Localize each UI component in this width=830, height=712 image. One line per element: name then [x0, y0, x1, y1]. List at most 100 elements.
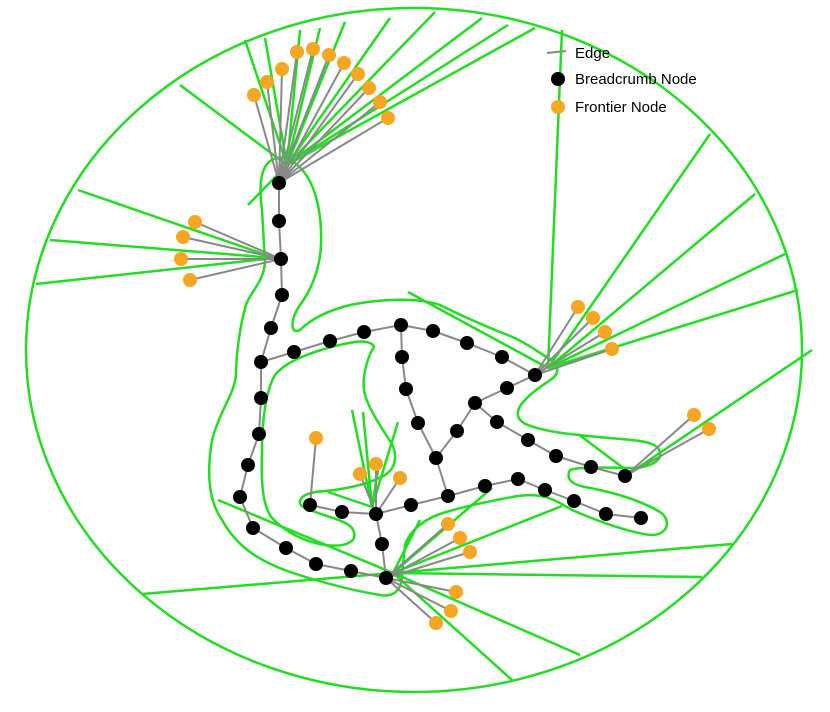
breadcrumb-node-d2	[468, 396, 482, 410]
breadcrumb-node-e7	[511, 472, 525, 486]
frontier-edge-17	[534, 317, 594, 376]
breadcrumb-node-b1	[287, 345, 301, 359]
breadcrumb-node-e3	[369, 507, 383, 521]
visibility-line-15	[35, 256, 276, 286]
breadcrumb-node-a14	[344, 564, 358, 578]
frontier-edge-5	[278, 48, 314, 184]
visibility-line-11	[286, 26, 536, 167]
frontier-edge-10	[278, 101, 381, 184]
legend-edge-icon	[546, 50, 567, 54]
breadcrumb-node-g3	[549, 449, 563, 463]
breadcrumb-node-g4	[584, 460, 598, 474]
green-boundary-layer	[24, 6, 813, 694]
frontier-node-18	[598, 325, 612, 339]
breadcrumb-node-a9	[241, 458, 255, 472]
legend-frontier-icon	[551, 100, 565, 114]
corridor-boundary-1	[208, 156, 669, 597]
outer-boundary-ellipse	[24, 6, 804, 694]
visibility-line-29	[392, 542, 733, 575]
breadcrumb-node-a10	[233, 490, 247, 504]
breadcrumb-node-e8	[538, 483, 552, 497]
frontier-edge-30	[385, 577, 452, 612]
frontier-edge-29	[385, 577, 457, 593]
breadcrumb-node-b6	[460, 336, 474, 350]
breadcrumb-node-c1	[395, 350, 409, 364]
frontier-node-22	[309, 431, 323, 445]
frontier-node-31	[429, 616, 443, 630]
frontier-edge-26	[385, 523, 449, 579]
visibility-line-13	[77, 188, 276, 260]
frontier-edge-12	[194, 221, 282, 260]
breadcrumb-node-c3	[411, 416, 425, 430]
frontier-node-23	[353, 467, 367, 481]
breadcrumb-node-b7	[495, 350, 509, 364]
frontier-node-24	[369, 457, 383, 471]
breadcrumb-node-b2	[323, 334, 337, 348]
frontier-node-10	[373, 95, 387, 109]
frontier-edge-22	[309, 437, 317, 506]
visibility-line-26	[392, 571, 581, 657]
visibility-line-17	[546, 29, 564, 369]
frontier-edge-18	[534, 331, 606, 376]
frontier-edge-31	[385, 577, 437, 624]
visibility-line-34	[350, 409, 374, 508]
breadcrumb-node-d1	[500, 381, 514, 395]
visibility-line-18	[546, 133, 712, 369]
corridor-boundary-2	[260, 340, 397, 547]
frontier-edge-2	[266, 81, 280, 184]
breadcrumb-node-a1	[272, 176, 286, 190]
frontier-node-6	[322, 48, 336, 62]
breadcrumb-node-e1	[303, 498, 317, 512]
frontier-edge-27	[385, 537, 461, 579]
frontier-edge-28	[385, 551, 471, 579]
breadcrumb-node-a13	[309, 557, 323, 571]
breadcrumb-node-b3	[357, 325, 371, 339]
breadcrumb-node-d3	[450, 424, 464, 438]
frontier-edge-3	[278, 68, 283, 184]
frontier-edge-21	[624, 428, 710, 477]
visibility-line-33	[327, 490, 373, 509]
visibility-line-21	[547, 288, 799, 370]
frontier-node-26	[441, 517, 455, 531]
breadcrumb-node-g2	[521, 433, 535, 447]
visibility-line-28	[392, 571, 703, 579]
breadcrumb-node-b4	[394, 318, 408, 332]
breadcrumb-node-b8	[528, 368, 542, 382]
frontier-node-5	[306, 42, 320, 56]
breadcrumb-node-e6	[478, 479, 492, 493]
breadcrumb-node-e2	[335, 505, 349, 519]
legend: Edge Breadcrumb Node Frontier Node	[546, 45, 697, 116]
breadcrumb-node-a6	[254, 355, 268, 369]
breadcrumb-node-a8	[252, 427, 266, 441]
visibility-line-14	[49, 238, 276, 260]
frontier-edge-4	[278, 51, 298, 184]
breadcrumb-node-b5	[426, 324, 440, 338]
visibility-line-10	[286, 23, 509, 167]
visibility-line-16	[407, 290, 549, 370]
frontier-node-3	[275, 62, 289, 76]
legend-frontier-label: Frontier Node	[575, 99, 667, 116]
frontier-node-29	[449, 585, 463, 599]
breadcrumb-node-c2	[399, 382, 413, 396]
frontier-node-11	[381, 111, 395, 125]
legend-edge-label: Edge	[575, 45, 610, 62]
frontier-edge-19	[534, 348, 613, 376]
frontier-edge-8	[278, 73, 359, 184]
frontier-node-16	[571, 300, 585, 314]
frontier-node-19	[605, 342, 619, 356]
frontier-node-21	[702, 422, 716, 436]
frontier-node-14	[174, 252, 188, 266]
visibility-line-20	[547, 252, 786, 370]
breadcrumb-node-a2	[272, 214, 286, 228]
visibility-line-35	[361, 411, 374, 508]
breadcrumb-node-e9	[567, 494, 581, 508]
breadcrumb-node-g1	[490, 415, 504, 429]
frontier-edge-23	[359, 473, 377, 515]
frontier-node-9	[362, 81, 376, 95]
legend-breadcrumb-icon	[551, 72, 565, 86]
breadcrumb-node-a7	[254, 391, 268, 405]
frontier-edge-11	[278, 117, 389, 184]
frontier-edge-9	[278, 87, 370, 184]
frontier-edge-16	[534, 306, 579, 376]
